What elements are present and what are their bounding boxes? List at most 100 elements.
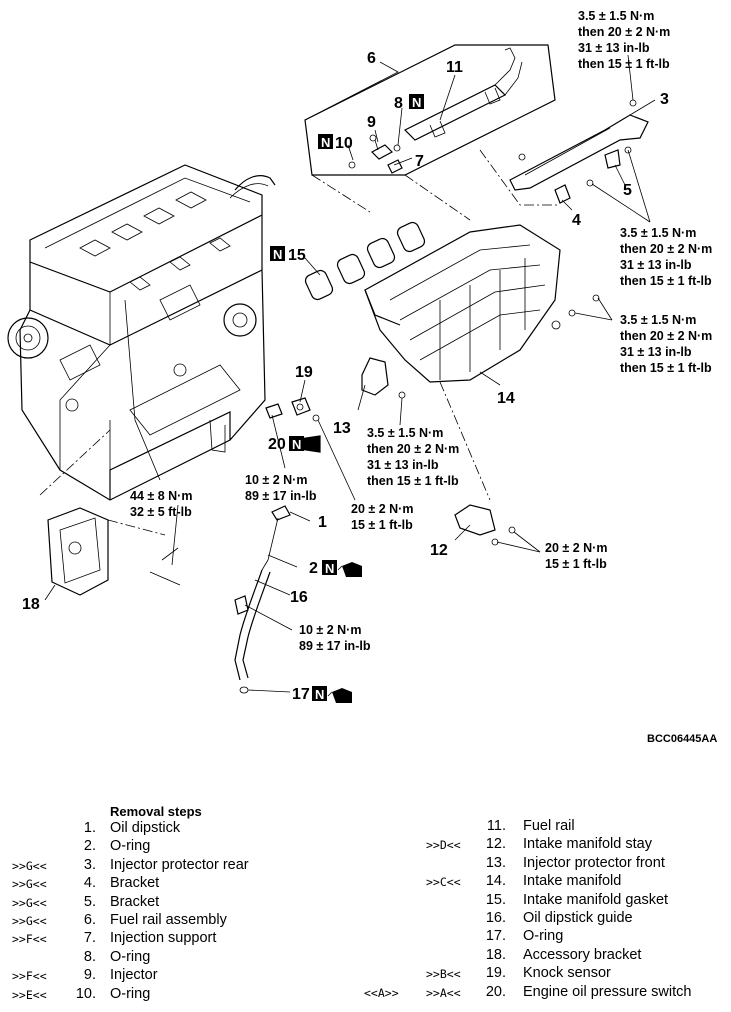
step-label: O-ring <box>110 948 151 965</box>
torque-spec-right-2: 3.5 ± 1.5 N·m then 20 ± 2 N·m 31 ± 13 in… <box>620 313 712 375</box>
removal-step-row: 13. Injector protector front <box>360 855 731 873</box>
injector-protector-rear <box>479 99 649 206</box>
callout-10: 10 <box>335 135 353 152</box>
callout-3: 3 <box>660 91 669 108</box>
step-mark: >>F<< <box>12 969 47 984</box>
step-number: 13. <box>485 854 506 871</box>
torque-spec-right-1: 3.5 ± 1.5 N·m then 20 ± 2 N·m 31 ± 13 in… <box>620 226 712 288</box>
svg-text:then 15 ± 1 ft-lb: then 15 ± 1 ft-lb <box>620 361 712 375</box>
step-number: 11. <box>486 818 506 834</box>
svg-text:31 ± 13 in-lb: 31 ± 13 in-lb <box>620 345 692 359</box>
callout-16: 16 <box>290 589 308 606</box>
step-mark-secondary: <<A>> <box>364 985 399 1000</box>
step-label: Bracket <box>110 875 160 892</box>
step-number: 1. <box>83 820 96 836</box>
removal-step-row: 1. Oil dipstick <box>0 820 360 838</box>
step-label: Injector <box>110 967 158 984</box>
removal-step-row: <<A>>>>A<<20.Engine oil pressure switch <box>360 984 731 1002</box>
step-label: Bracket <box>110 893 160 910</box>
n-mark-2: N <box>325 561 334 576</box>
step-label: Oil dipstick guide <box>523 910 633 926</box>
step-number: 17. <box>485 928 506 945</box>
torque-spec-bracket-18: 44 ± 8 N·m 32 ± 5 ft-lb <box>130 489 192 519</box>
step-label: O-ring <box>110 985 151 1002</box>
step-number: 16. <box>485 910 506 926</box>
svg-text:3.5 ± 1.5 N·m: 3.5 ± 1.5 N·m <box>620 313 696 327</box>
svg-text:then 15 ± 1 ft-lb: then 15 ± 1 ft-lb <box>578 57 670 71</box>
step-number: 3. <box>83 856 96 873</box>
svg-text:20 ± 2 N·m: 20 ± 2 N·m <box>351 502 413 516</box>
intake-manifold-gaskets <box>304 221 426 301</box>
step-number: 19. <box>485 965 506 982</box>
svg-text:3.5 ± 1.5 N·m: 3.5 ± 1.5 N·m <box>620 226 696 240</box>
svg-text:then 20 ± 2 N·m: then 20 ± 2 N·m <box>578 25 670 39</box>
callout-7: 7 <box>415 153 424 170</box>
step-number: 15. <box>485 891 506 908</box>
torque-spec-stay-12: 20 ± 2 N·m 15 ± 1 ft-lb <box>545 541 607 571</box>
step-mark: >>D<< <box>426 838 461 853</box>
accessory-bracket <box>39 429 181 596</box>
n-mark-20: N <box>292 437 301 452</box>
step-label: Injector protector front <box>523 854 665 871</box>
n-mark-8: N <box>412 95 421 110</box>
step-number: 7. <box>83 930 96 947</box>
step-label: Intake manifold stay <box>523 836 652 853</box>
intake-manifold-stay <box>454 504 516 546</box>
intake-manifold <box>364 224 600 501</box>
callout-20: 20 <box>268 436 286 453</box>
step-number: 18. <box>485 946 506 963</box>
svg-text:32 ± 5 ft-lb: 32 ± 5 ft-lb <box>130 505 192 519</box>
step-label: Oil dipstick <box>110 820 181 836</box>
removal-step-row: 8.O-ring <box>0 949 360 967</box>
torque-spec-top: 3.5 ± 1.5 N·m then 20 ± 2 N·m 31 ± 13 in… <box>578 9 670 71</box>
step-label: Accessory bracket <box>523 946 642 963</box>
callout-14: 14 <box>497 390 515 407</box>
step-label: O-ring <box>523 928 564 945</box>
svg-text:44 ± 8 N·m: 44 ± 8 N·m <box>130 489 192 503</box>
callout-5: 5 <box>623 182 632 199</box>
callout-9: 9 <box>367 114 376 131</box>
torque-spec-guide-16: 10 ± 2 N·m 89 ± 17 in-lb <box>299 623 371 653</box>
removal-step-row: 11. Fuel rail <box>360 818 731 836</box>
removal-step-row: >>C<<14.Intake manifold <box>360 873 731 891</box>
step-number: 10. <box>75 985 96 1002</box>
step-label: Fuel rail <box>523 818 575 834</box>
svg-text:10 ± 2 N·m: 10 ± 2 N·m <box>245 473 307 487</box>
step-number: 5. <box>83 893 96 910</box>
removal-step-row: >>G<< 4. Bracket <box>0 875 360 893</box>
callout-8: 8 <box>394 95 403 112</box>
svg-text:20 ± 2 N·m: 20 ± 2 N·m <box>545 541 607 555</box>
callout-18: 18 <box>22 596 40 613</box>
new-part-marks: N N N N N N <box>270 94 424 702</box>
callout-2: 2 <box>309 560 318 577</box>
step-number: 9. <box>83 967 96 984</box>
step-mark: >>G<< <box>12 877 47 892</box>
svg-text:10 ± 2 N·m: 10 ± 2 N·m <box>299 623 361 637</box>
step-label: Intake manifold gasket <box>523 891 669 908</box>
step-mark: >>C<< <box>426 875 461 890</box>
step-label: Knock sensor <box>523 965 611 982</box>
step-mark: >>G<< <box>12 914 47 928</box>
callout-1: 1 <box>318 514 327 531</box>
step-mark: >>B<< <box>426 967 461 982</box>
removal-step-row: >>B<< 19. Knock sensor <box>360 965 731 983</box>
step-number: 4. <box>83 875 96 892</box>
svg-text:31 ± 13 in-lb: 31 ± 13 in-lb <box>620 258 692 272</box>
svg-text:3.5 ± 1.5 N·m: 3.5 ± 1.5 N·m <box>367 426 443 440</box>
removal-step-row: >>G<<3.Injector protector rear <box>0 857 360 875</box>
step-label: O-ring <box>110 838 151 855</box>
fuel-rail-assembly-box <box>304 44 556 221</box>
step-label: Fuel rail assembly <box>110 912 227 928</box>
removal-step-row: >>G<< 6. Fuel rail assembly <box>0 912 360 930</box>
n-mark-10: N <box>321 135 330 150</box>
torque-spec-switch-20: 10 ± 2 N·m 89 ± 17 in-lb <box>245 473 317 503</box>
removal-step-row: 18. Accessory bracket <box>360 947 731 965</box>
oil-dipstick-guide <box>234 569 271 694</box>
exploded-view-diagram: 1 2 3 4 5 6 7 8 9 10 11 12 13 14 15 16 1… <box>7 9 717 745</box>
torque-spec-sensor-19: 20 ± 2 N·m 15 ± 1 ft-lb <box>351 502 413 532</box>
svg-text:15 ± 1 ft-lb: 15 ± 1 ft-lb <box>351 518 413 532</box>
removal-step-row: 15. Intake manifold gasket <box>360 892 731 910</box>
step-number: 6. <box>83 912 96 928</box>
knock-sensor <box>291 397 320 422</box>
